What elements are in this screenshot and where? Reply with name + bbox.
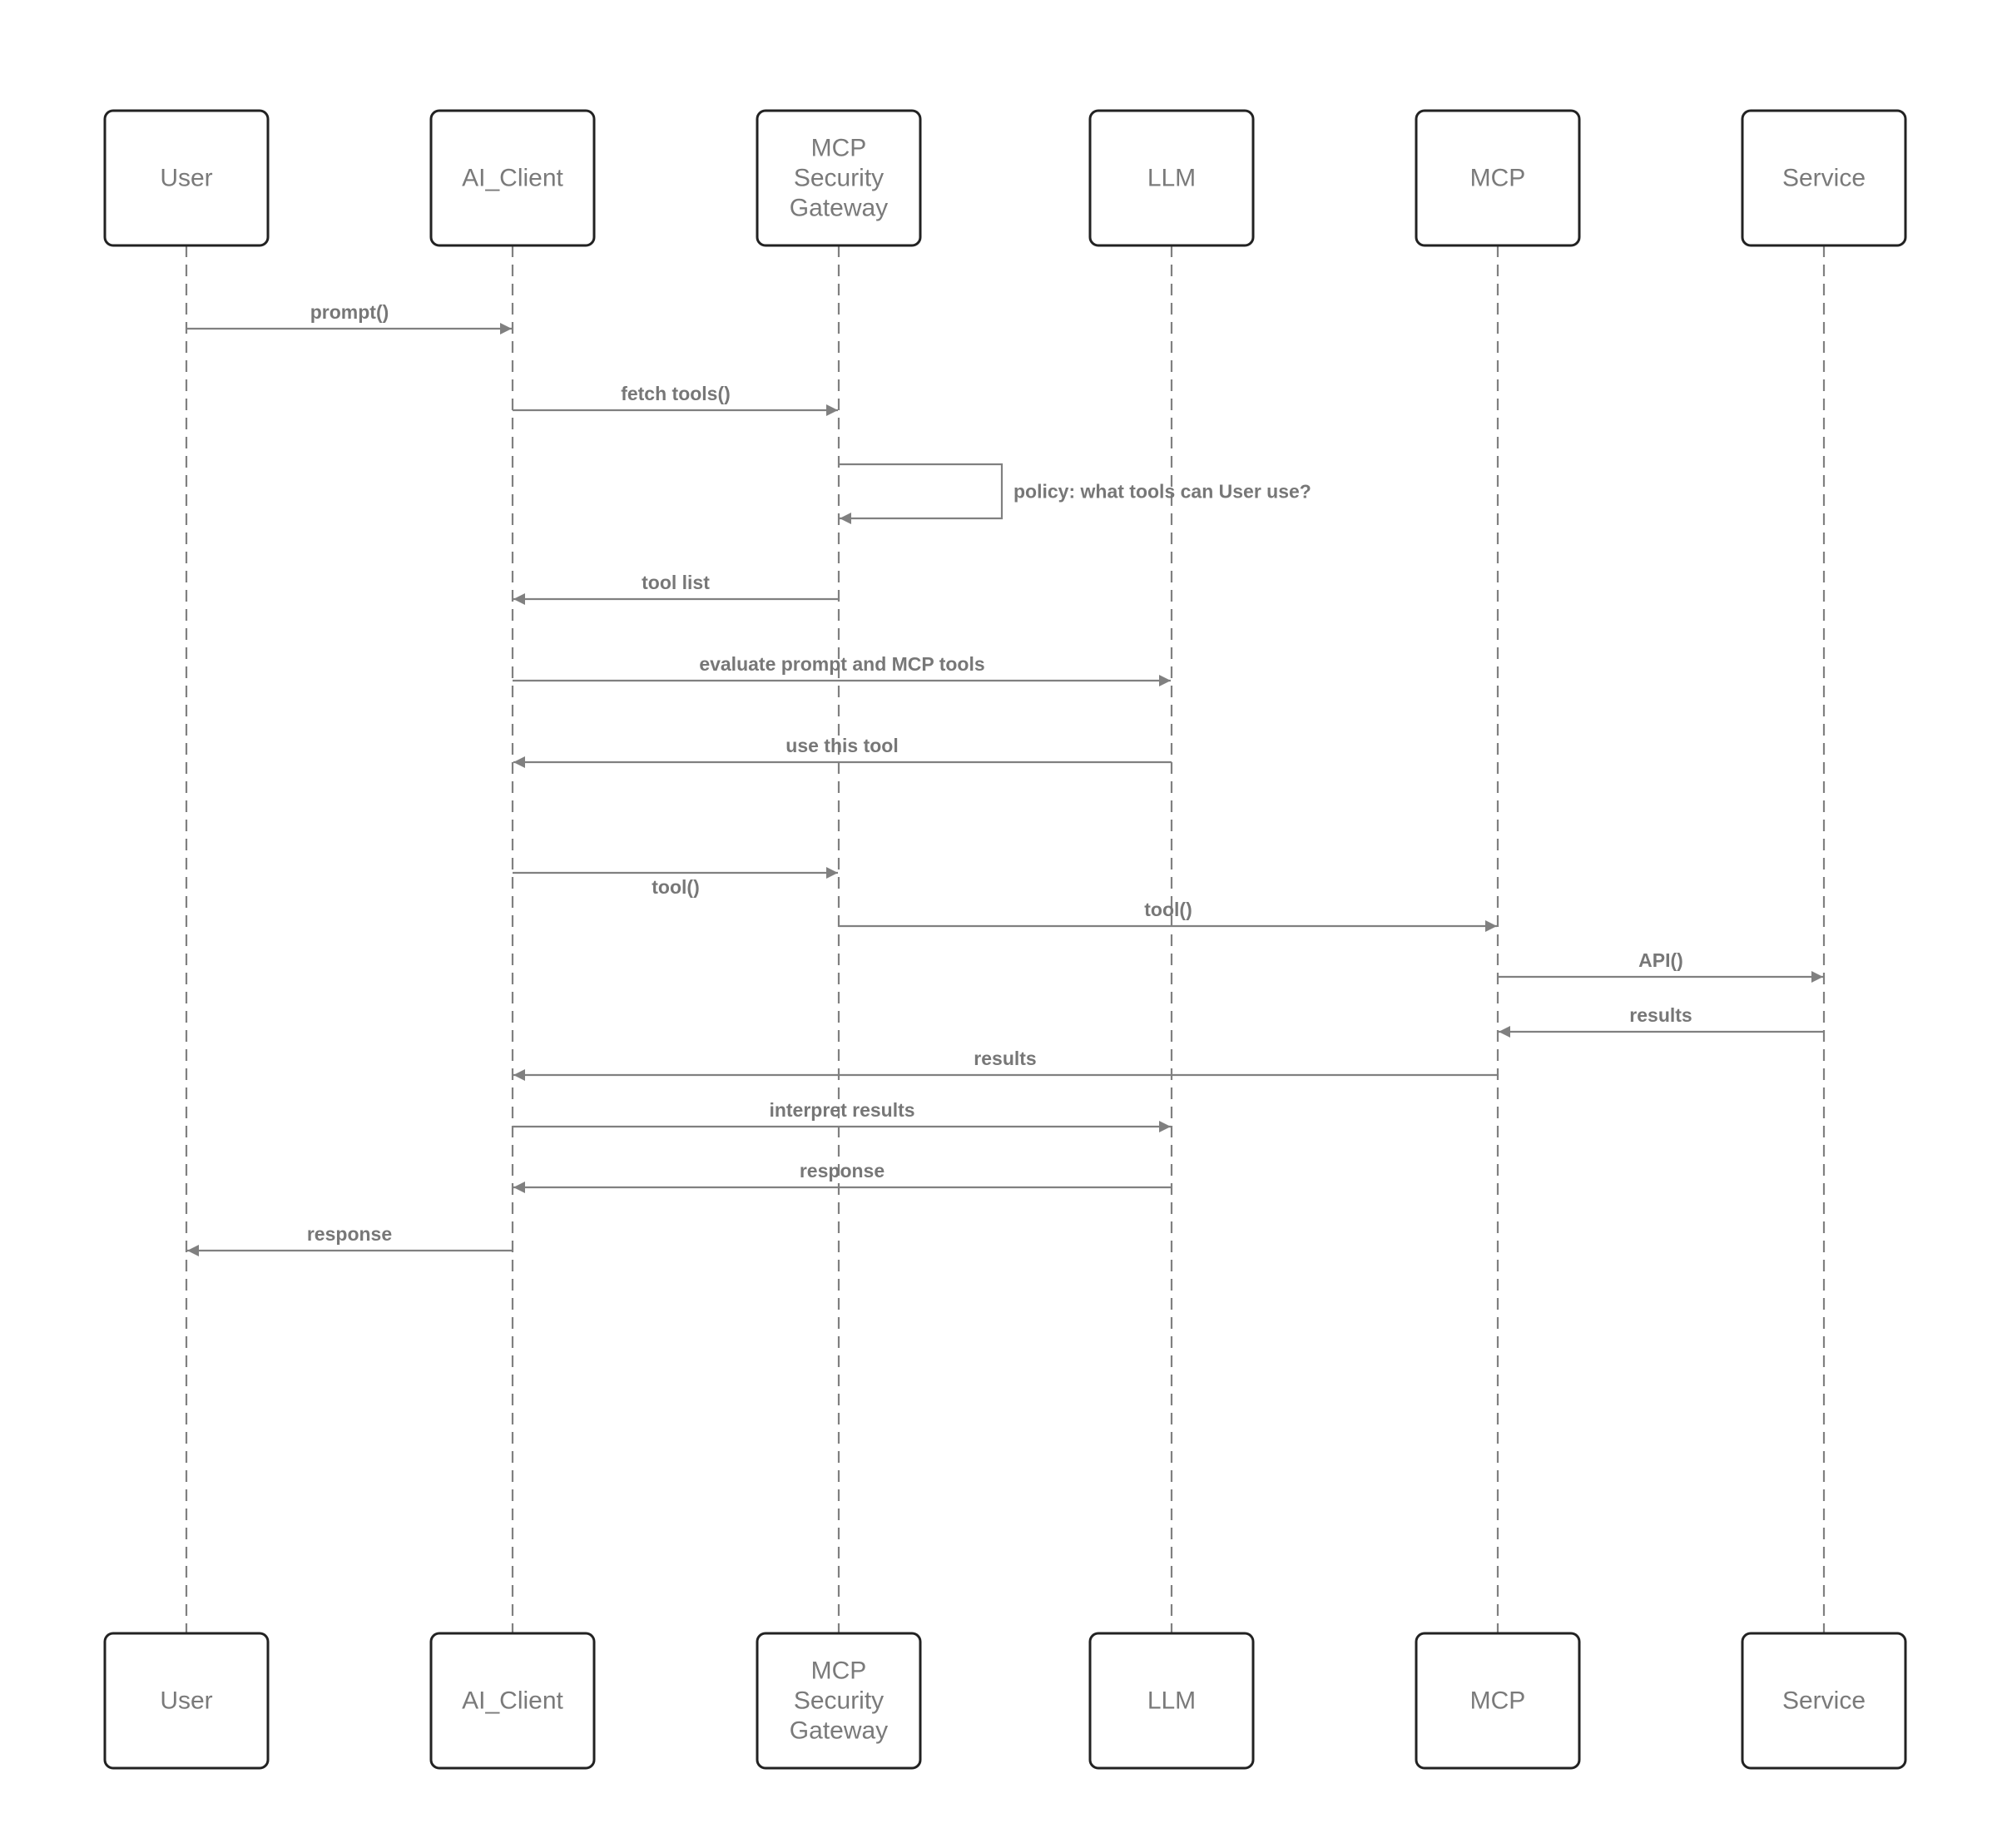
participant-box: [756, 1632, 922, 1770]
participant-box: [1415, 109, 1581, 247]
participant-label: AI_Client: [462, 1687, 563, 1715]
message-10: results: [513, 1048, 1498, 1081]
participant-mcp-top: MCP: [1415, 109, 1581, 247]
participant-label: MCP: [1470, 165, 1526, 192]
participant-label: Gateway: [790, 1717, 888, 1745]
participant-box: [1741, 109, 1907, 247]
message-label: tool(): [652, 876, 699, 898]
participant-label: Security: [794, 165, 884, 192]
participant-label: LLM: [1147, 1687, 1196, 1715]
message-label: evaluate prompt and MCP tools: [699, 653, 984, 675]
message-label: results: [1629, 1004, 1692, 1026]
participant-mcp-bottom: MCP: [1415, 1632, 1581, 1770]
message-label: prompt(): [310, 301, 389, 323]
participant-label: User: [160, 1687, 212, 1715]
participant-box: [103, 109, 270, 247]
lifelines: [185, 245, 1826, 1633]
message-6: tool(): [513, 867, 838, 898]
participant-service-bottom: Service: [1741, 1632, 1907, 1770]
message-7: tool(): [839, 899, 1497, 932]
participant-label: MCP: [1470, 1687, 1526, 1715]
messages: prompt() fetch tools() policy: what tools …: [186, 301, 1824, 1256]
participant-box: [429, 109, 596, 247]
participant-llm-top: LLM: [1088, 109, 1255, 247]
message-label: policy: what tools can User use?: [1013, 481, 1311, 503]
message-3: tool list: [513, 572, 839, 605]
participant-service-top: Service: [1741, 109, 1907, 247]
message-label: interpret results: [769, 1099, 914, 1121]
participant-user-bottom: User: [103, 1632, 270, 1770]
message-label: fetch tools(): [621, 383, 731, 404]
message-4: evaluate prompt and MCP tools: [513, 653, 1171, 686]
participant-label: Security: [794, 1687, 884, 1715]
participant-label: LLM: [1147, 165, 1196, 192]
participant-box: [756, 109, 922, 247]
message-11: interpret results: [513, 1099, 1171, 1132]
message-1: fetch tools(): [513, 383, 838, 416]
message-5: use this tool: [513, 735, 1172, 768]
participant-label: User: [160, 165, 212, 192]
participant-box: [1741, 1632, 1907, 1770]
message-12: response: [513, 1160, 1172, 1193]
message-2: policy: what tools can User use?: [839, 463, 1311, 524]
message-label: response: [307, 1223, 392, 1245]
message-label: tool list: [642, 572, 710, 593]
message-label: use this tool: [785, 735, 898, 756]
participant-user-top: User: [103, 109, 270, 247]
message-0: prompt(): [186, 301, 512, 334]
message-label: tool(): [1144, 899, 1192, 920]
participant-box: [429, 1632, 596, 1770]
participant-box: [103, 1632, 270, 1770]
message-label: response: [800, 1160, 885, 1182]
participant-label: Service: [1782, 165, 1866, 192]
self-message-arrow: [839, 463, 1003, 524]
message-8: API(): [1498, 949, 1823, 983]
participant-ai_client-bottom: AI_Client: [429, 1632, 596, 1770]
participant-label: MCP: [811, 1657, 867, 1685]
participant-box: [1415, 1632, 1581, 1770]
participant-box: [1088, 1632, 1255, 1770]
participant-label: AI_Client: [462, 165, 563, 192]
participant-llm-bottom: LLM: [1088, 1632, 1255, 1770]
participant-ai_client-top: AI_Client: [429, 109, 596, 247]
participant-label: MCP: [811, 135, 867, 162]
participant-label: Gateway: [790, 195, 888, 222]
message-9: results: [1499, 1004, 1824, 1038]
participant-box: [1088, 109, 1255, 247]
message-label: API(): [1638, 949, 1683, 971]
participant-label: Service: [1782, 1687, 1866, 1715]
message-13: response: [187, 1223, 513, 1256]
message-label: results: [974, 1048, 1036, 1069]
